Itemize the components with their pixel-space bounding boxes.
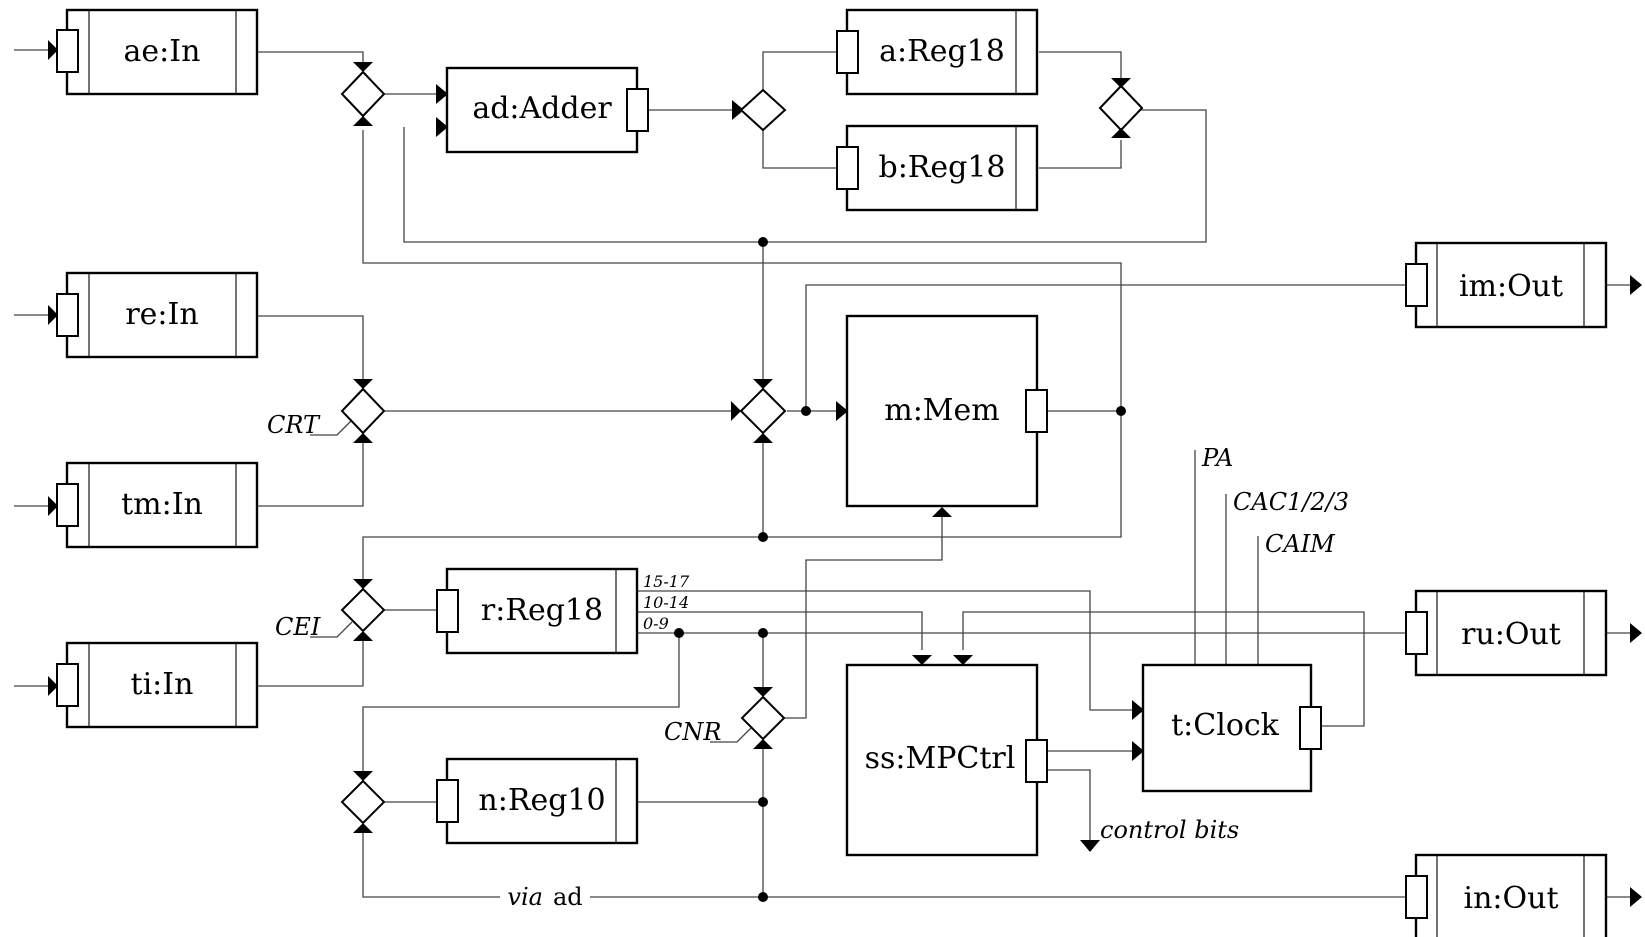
mux-mem-input: [731, 379, 787, 443]
mux-cnr: [740, 687, 786, 749]
signal-cac: CAC1/2/3: [1233, 488, 1349, 516]
signal-cnr: CNR: [664, 718, 721, 746]
block-in-out-label: in:Out: [1464, 881, 1559, 916]
block-ad-adder: ad:Adder: [445, 66, 649, 154]
block-tm-in: tm:In: [56, 461, 259, 549]
block-a-reg18: a:Reg18: [836, 8, 1039, 96]
mux-n-input: [340, 771, 386, 833]
mux-adder-output: [739, 88, 787, 132]
signal-crt: CRT: [267, 411, 321, 439]
bit-range-0-9: 0-9: [643, 614, 669, 633]
signal-pa: PA: [1201, 444, 1233, 472]
block-ss-mpctrl-label: ss:MPCtrl: [865, 741, 1016, 776]
junction-dots: [674, 237, 1126, 902]
signal-caim: CAIM: [1265, 530, 1336, 558]
block-n-reg10: n:Reg10: [436, 757, 639, 845]
block-im-out: im:Out: [1405, 241, 1608, 329]
block-re-in-label: re:In: [125, 297, 198, 332]
block-b-reg18-label: b:Reg18: [878, 150, 1005, 185]
block-ru-out-label: ru:Out: [1461, 617, 1561, 652]
block-n-reg10-label: n:Reg10: [478, 783, 605, 818]
block-r-reg18: r:Reg18: [436, 567, 639, 655]
block-re-in: re:In: [56, 271, 259, 359]
block-m-mem-label: m:Mem: [884, 393, 999, 428]
via-ad-prefix: via: [507, 883, 543, 911]
block-ae-in-label: ae:In: [124, 34, 201, 69]
block-ad-adder-label: ad:Adder: [472, 91, 612, 126]
block-im-out-label: im:Out: [1459, 269, 1563, 304]
block-r-reg18-label: r:Reg18: [481, 593, 603, 628]
block-in-out: in:Out: [1405, 853, 1608, 937]
multiplexers: [340, 62, 1144, 833]
via-ad-label: via ad: [507, 883, 582, 911]
mux-crt: [340, 379, 386, 443]
block-t-clock-label: t:Clock: [1171, 708, 1280, 743]
block-ru-out: ru:Out: [1405, 589, 1608, 677]
block-ti-in: ti:In: [56, 641, 259, 729]
block-b-reg18: b:Reg18: [836, 124, 1039, 212]
block-ss-mpctrl: ss:MPCtrl: [845, 663, 1048, 857]
bit-range-10-14: 10-14: [643, 593, 689, 612]
signal-control-bits: control bits: [1100, 816, 1239, 844]
signal-cei: CEI: [275, 613, 321, 641]
mux-reg-output: [1098, 78, 1144, 138]
block-ae-in: ae:In: [56, 8, 259, 96]
block-a-reg18-label: a:Reg18: [879, 34, 1005, 69]
mux-adder-input: [340, 62, 386, 126]
arrowheads: [48, 40, 1642, 907]
block-ti-in-label: ti:In: [131, 667, 194, 702]
via-ad-suffix: ad: [553, 883, 583, 911]
block-m-mem: m:Mem: [845, 314, 1048, 508]
mux-cei: [340, 579, 386, 641]
block-t-clock: t:Clock: [1141, 663, 1322, 793]
block-tm-in-label: tm:In: [121, 487, 203, 522]
bit-range-15-17: 15-17: [643, 572, 690, 591]
